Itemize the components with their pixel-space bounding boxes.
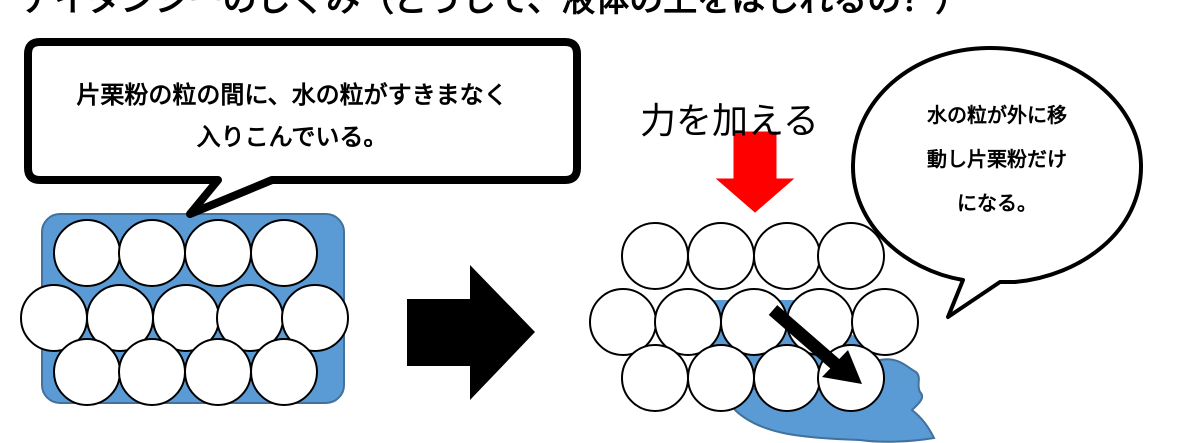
right-particle-12 (753, 344, 821, 412)
left-particle-2 (118, 219, 186, 287)
left-particle-11 (118, 338, 186, 406)
left-particle-13 (250, 338, 318, 406)
starch-particles-right (589, 222, 919, 412)
starch-particles-left (20, 219, 349, 406)
water-move-arrow (768, 305, 862, 384)
left-particle-12 (184, 338, 252, 406)
callout-right-text: 水の粒が外に移 動し片栗粉だけ になる。 (912, 93, 1082, 225)
callout-left-line1: 片栗粉の粒の間に、水の粒がすきまなく (76, 81, 508, 109)
right-particle-1 (621, 222, 689, 290)
right-particle-2 (687, 222, 755, 290)
callout-right-line3: になる。 (957, 191, 1037, 215)
right-particle-9 (851, 288, 919, 356)
callout-right-line1: 水の粒が外に移 (927, 103, 1067, 127)
callout-left-line2: 入りこんでいる。 (196, 123, 388, 151)
right-particle-6 (654, 288, 722, 356)
right-particle-11 (687, 344, 755, 412)
callout-right-bubble (850, 45, 1144, 319)
callout-left-text: 片栗粉の粒の間に、水の粒がすきまなく 入りこんでいる。 (22, 74, 562, 158)
left-particle-10 (53, 338, 121, 406)
left-particle-4 (250, 219, 318, 287)
left-particle-9 (281, 284, 349, 352)
transition-arrow (407, 265, 535, 400)
left-particle-3 (184, 219, 252, 287)
force-label: 力を加える (640, 101, 819, 142)
right-particle-5 (589, 288, 657, 356)
right-particle-3 (753, 222, 821, 290)
left-particle-1 (53, 219, 121, 287)
force-arrow (715, 131, 795, 213)
right-particle-4 (817, 222, 885, 290)
right-particle-10 (621, 344, 689, 412)
callout-right-line2: 動し片栗粉だけ (927, 147, 1067, 171)
callout-left-bubble (24, 38, 581, 218)
top-heading: ナイタンシーのしくみ（どうして、液体の上をはしれるの？） (20, 0, 970, 20)
